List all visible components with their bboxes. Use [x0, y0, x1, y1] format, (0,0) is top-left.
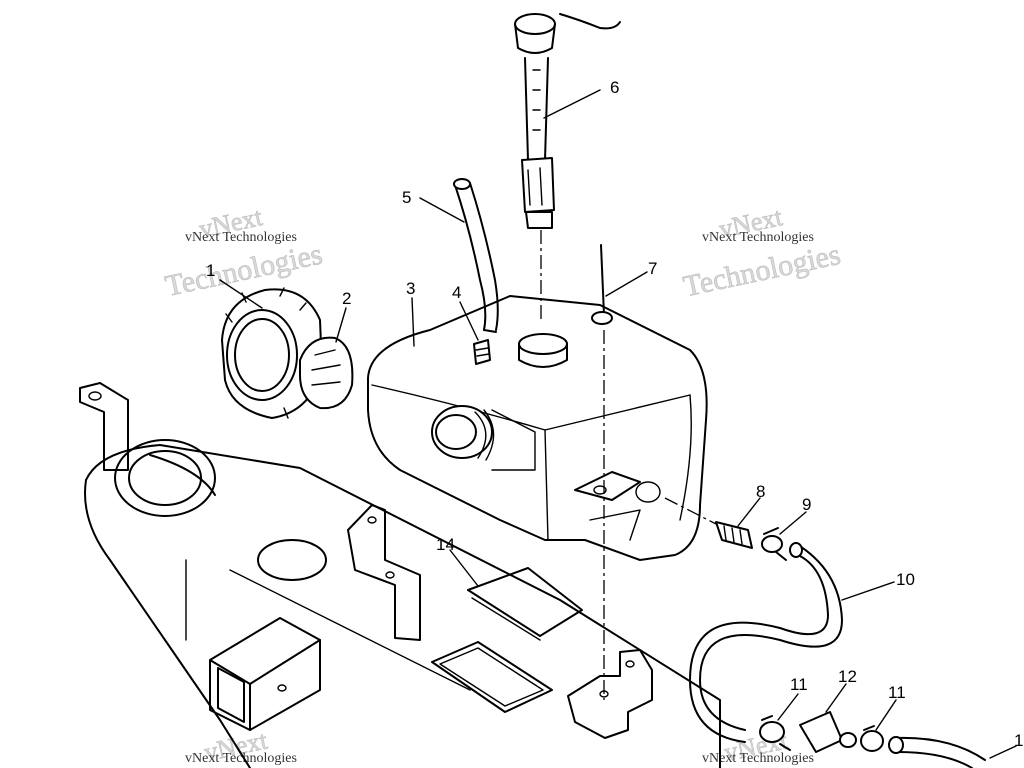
callout-10-hose: 10 — [896, 570, 915, 589]
watermark-big-line-2: Technologies — [680, 238, 843, 303]
part-5-vent-tube — [453, 178, 499, 333]
part-3-oil-tank — [367, 295, 708, 561]
tank-bracket-right — [567, 649, 653, 739]
watermark-top-left: vNext Technologies — [162, 202, 326, 304]
part-9-hose-clamp — [761, 527, 787, 561]
part-8-hose-fitting — [664, 497, 753, 549]
part-13-hose-end — [888, 736, 986, 768]
watermark-small-top-right: vNext Technologies — [702, 230, 814, 245]
part-12-inline-filter — [799, 711, 857, 753]
callout-11-clamp-right: 11 — [888, 683, 906, 702]
callout-6-dipstick: 6 — [610, 78, 619, 97]
tank-bracket-left — [347, 504, 421, 641]
watermark-big-line-2: Technologies — [162, 237, 325, 302]
leader-lines — [219, 89, 1017, 759]
part-2-neck-gasket — [299, 336, 354, 410]
callout-8-fitting: 8 — [756, 482, 765, 501]
callout-1-cap: 1 — [206, 261, 215, 280]
part-7-pin — [591, 244, 613, 700]
callout-11-clamp-left: 11 — [790, 675, 808, 694]
part-6-dipstick — [514, 13, 621, 320]
callout-14-pad: 14 — [436, 535, 455, 554]
frame-plate — [79, 382, 721, 768]
callouts: 1 2 3 4 5 6 7 8 9 10 11 12 11 14 1 — [206, 78, 1023, 750]
watermark-small-bottom-right: vNext Technologies — [702, 751, 814, 766]
callout-7-pin: 7 — [648, 259, 657, 278]
callout-4-fitting: 4 — [452, 283, 461, 302]
callout-5-vent-tube: 5 — [402, 188, 411, 207]
callout-9-clamp: 9 — [802, 495, 811, 514]
part-4-fitting — [473, 339, 491, 365]
watermark-small-bottom-left: vNext Technologies — [185, 751, 297, 766]
callout-3-tank: 3 — [406, 279, 415, 298]
watermark-top-right: vNext Technologies — [680, 202, 844, 304]
part-10-oil-hose — [689, 542, 843, 743]
part-14-pad — [467, 567, 583, 641]
callout-12-filter: 12 — [838, 667, 857, 686]
callout-1-hose-end: 1 — [1014, 731, 1023, 750]
callout-2-gasket: 2 — [342, 289, 351, 308]
part-11-hose-clamp-right — [860, 725, 884, 752]
part-11-hose-clamp-left — [759, 715, 791, 751]
watermark-small-top-left: vNext Technologies — [185, 230, 297, 245]
